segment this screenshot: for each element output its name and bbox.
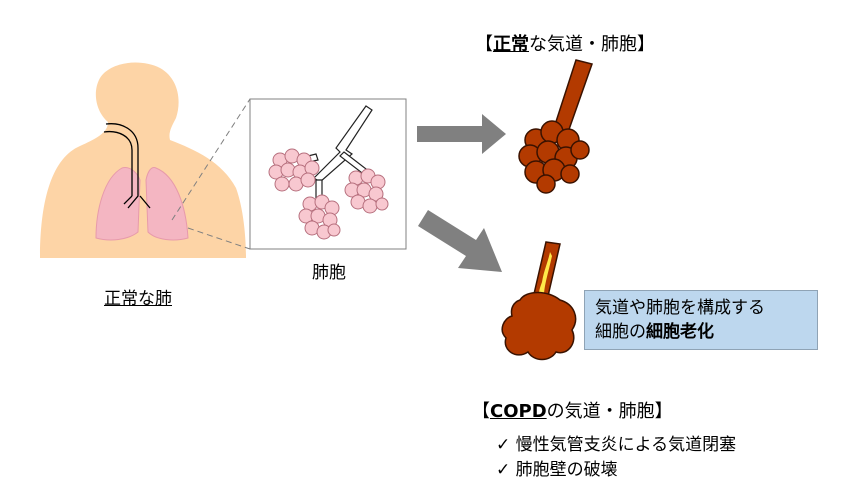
copd-point-text: 肺胞壁の破壊: [515, 460, 618, 480]
alveoli-label: 肺胞: [312, 263, 346, 283]
normal-airway-title: 【正常な気道・肺胞】: [475, 30, 655, 56]
zoom-lines: [171, 98, 251, 250]
normal-title-rest: な気道・肺胞: [529, 34, 637, 55]
info-box: 気道や肺胞を構成する 細胞の細胞老化: [584, 290, 818, 350]
copd-airway-title: 【COPDの気道・肺胞】: [472, 397, 673, 423]
alveoli-cluster-3: [298, 194, 341, 240]
left-lung: [95, 167, 141, 241]
bracket-open: 【: [472, 401, 490, 422]
normal-lung-label: 正常な肺: [104, 289, 172, 309]
lungs: [95, 167, 189, 241]
arrow-to-copd: [418, 210, 502, 272]
bracket-close: 】: [654, 401, 673, 422]
copd-alveolar-sac: [501, 291, 577, 361]
copd-point-1: ✓ 慢性気管支炎による気道閉塞: [496, 430, 736, 455]
copd-point-2: ✓ 肺胞壁の破壊: [496, 455, 618, 480]
alveoli-clusters: [268, 148, 389, 240]
alveoli-cluster-1: [268, 148, 320, 192]
torso-shape: [40, 62, 246, 259]
trachea: [103, 123, 151, 209]
info-line-2: 細胞の細胞老化: [595, 320, 807, 344]
arrow-to-normal: [417, 114, 506, 154]
human-silhouette: [40, 62, 246, 259]
copd-point-text: 慢性気管支炎による気道閉塞: [515, 435, 737, 455]
bracket-close: 】: [637, 34, 655, 55]
alveoli-cluster-2: [344, 168, 389, 214]
info-line-2-prefix: 細胞の: [595, 322, 646, 342]
check-mark: ✓: [496, 460, 511, 480]
bracket-open: 【: [475, 34, 493, 55]
copd-title-rest: の気道・肺胞: [546, 401, 655, 422]
copd-airway: [501, 241, 577, 361]
normal-alveolar-sac: [518, 120, 590, 194]
mucus: [539, 252, 552, 296]
normal-emphasis: 正常: [493, 34, 529, 55]
info-line-2-bold: 細胞老化: [646, 322, 714, 342]
check-mark: ✓: [496, 435, 511, 455]
info-line-1: 気道や肺胞を構成する: [595, 298, 765, 318]
normal-airway: [518, 59, 593, 194]
copd-emphasis: COPD: [490, 401, 547, 422]
right-lung: [145, 167, 189, 241]
